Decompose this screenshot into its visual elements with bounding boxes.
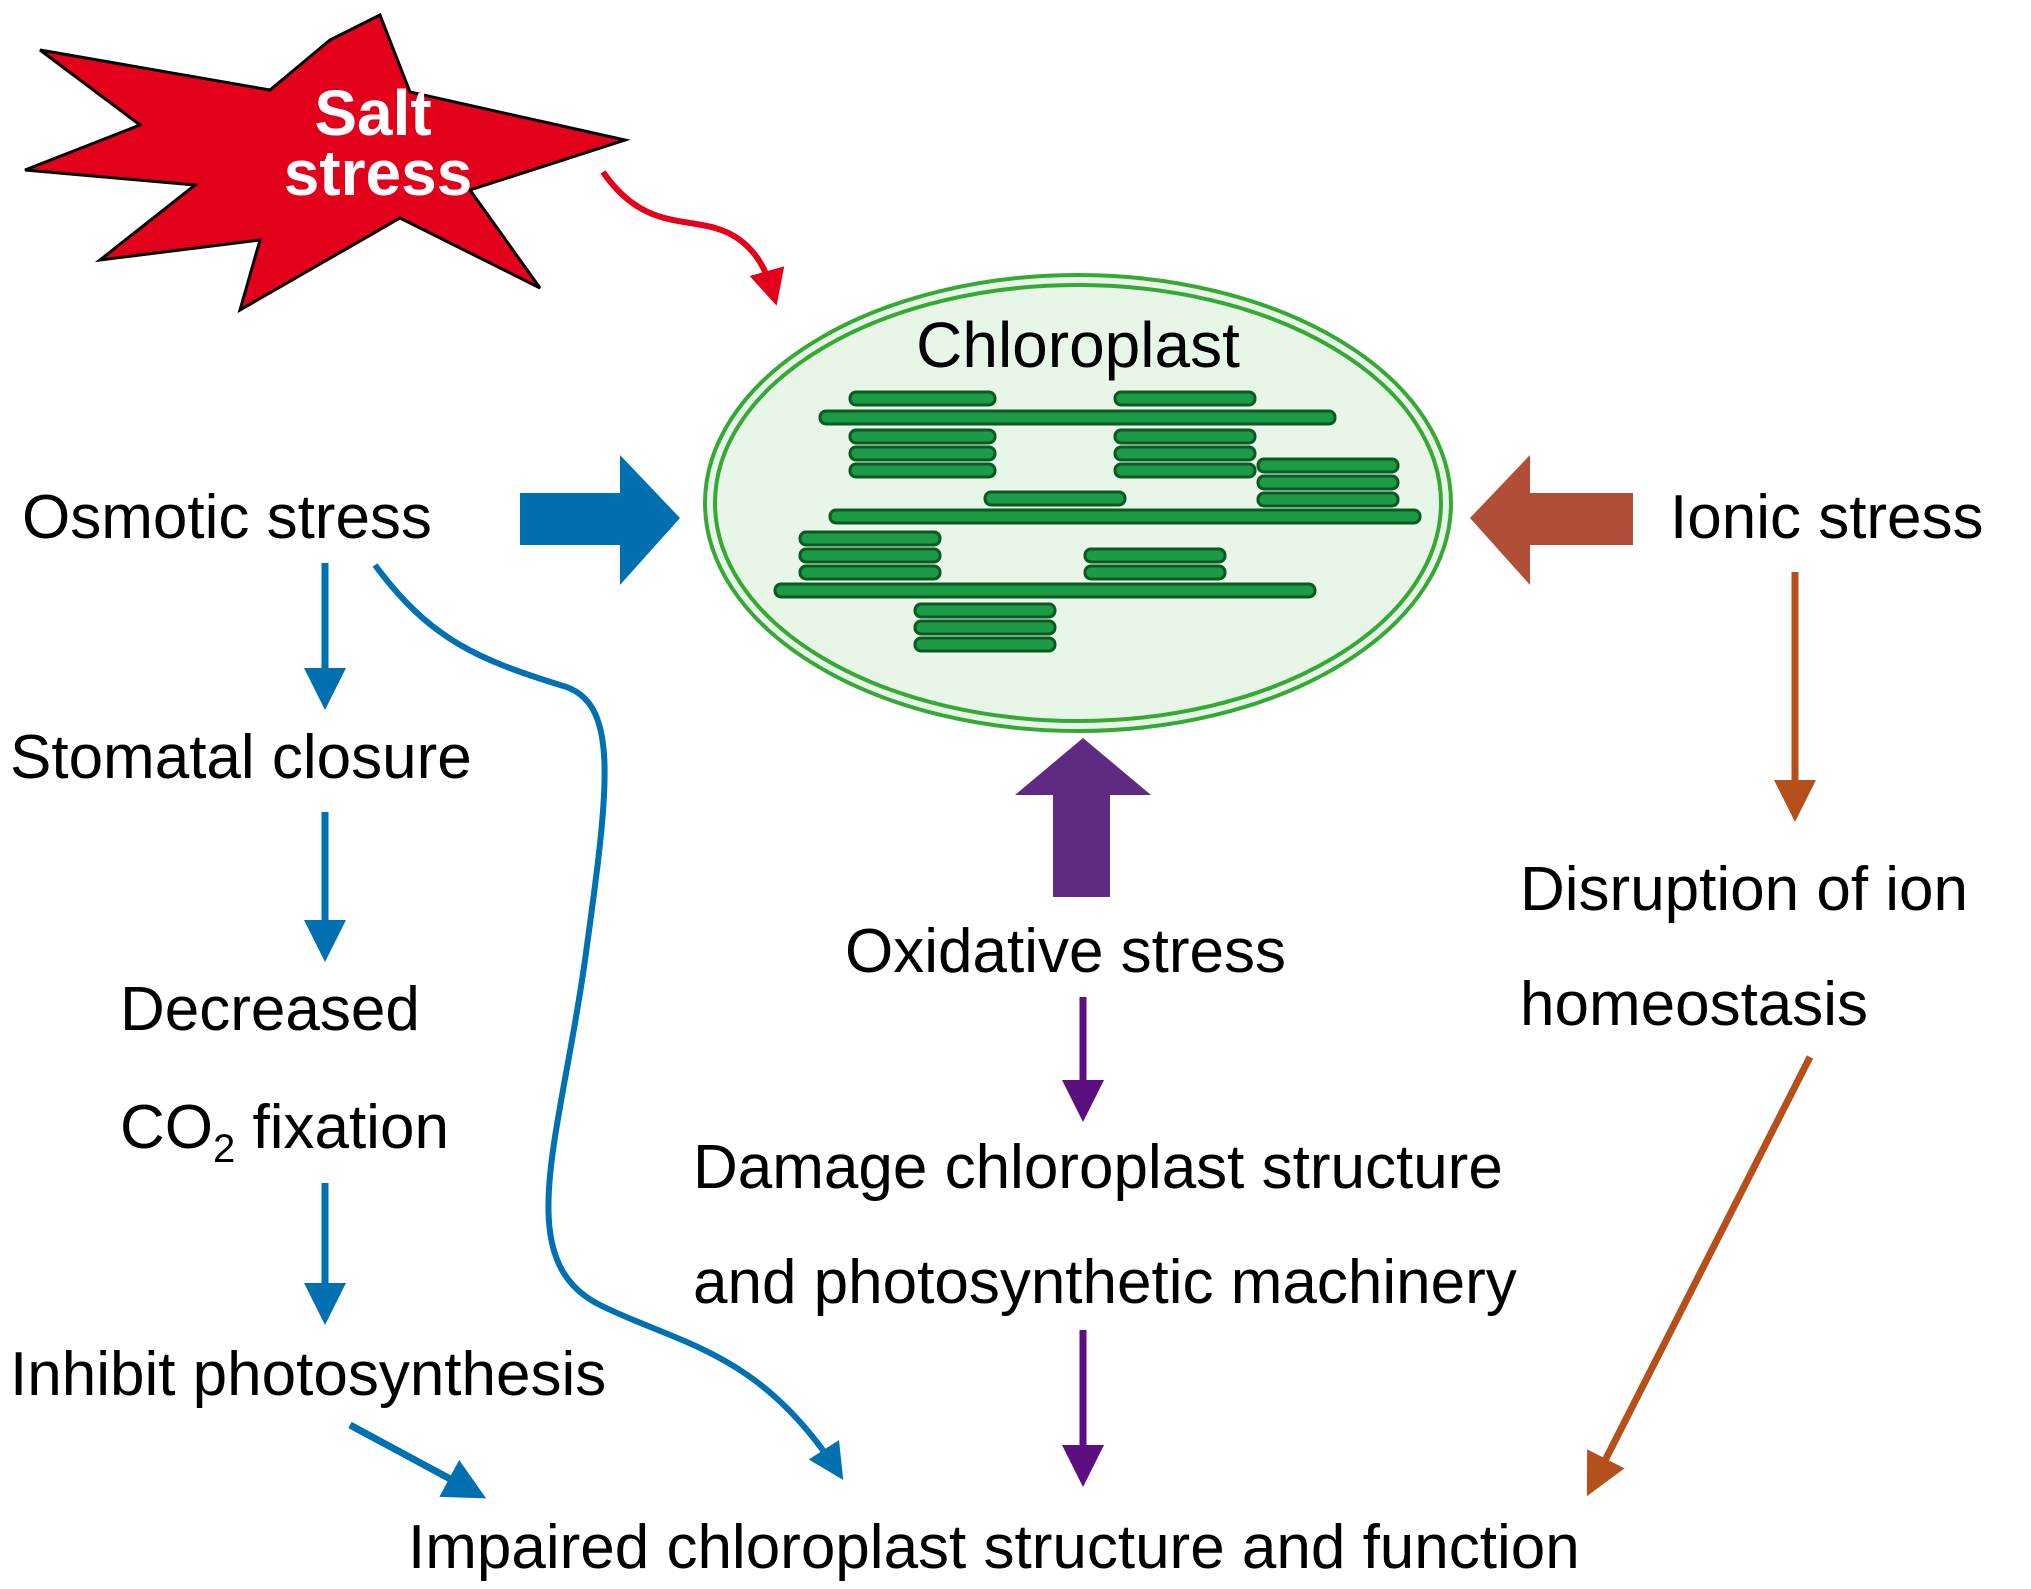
thylakoid: [848, 390, 997, 407]
chloroplast-label: Chloroplast: [916, 309, 1240, 381]
fixation-text: fixation: [235, 1093, 449, 1162]
co2-subscript: 2: [213, 1127, 235, 1171]
thylakoid: [913, 619, 1057, 636]
damage-label-line1: Damage chloroplast structure: [693, 1133, 1503, 1202]
oxidative-block-arrow: [1015, 738, 1151, 897]
osmotic-to-impaired-curve-arrow: [372, 563, 844, 1481]
ionic-block-arrow: [1470, 455, 1633, 585]
thylakoid: [798, 547, 942, 564]
decreased-label: Decreased: [120, 975, 420, 1044]
starburst-shape: [24, 12, 631, 314]
disruption-label-line2: homeostasis: [1520, 970, 1868, 1039]
thylakoid: [1083, 547, 1227, 564]
osmotic-stress-label: Osmotic stress: [22, 483, 432, 552]
thylakoid: [1113, 390, 1257, 407]
thylakoid: [848, 462, 997, 479]
thylakoid: [1113, 445, 1257, 462]
co2-text: CO: [120, 1093, 213, 1162]
thylakoid: [1256, 491, 1400, 508]
oxidative-stress-label: Oxidative stress: [845, 917, 1286, 986]
ionic-stress-label: Ionic stress: [1670, 483, 1984, 552]
salt-stress-node: Salt stress: [24, 12, 631, 314]
thylakoid: [848, 428, 997, 445]
salt-to-chloroplast-arrow: [600, 170, 785, 306]
chloroplast-inner-membrane: [713, 283, 1443, 723]
thylakoid: [828, 508, 1422, 525]
inhibit-photosynthesis-label: Inhibit photosynthesis: [10, 1340, 606, 1409]
thylakoid: [1083, 564, 1227, 581]
thylakoid: [848, 445, 997, 462]
chloroplast: Chloroplast: [703, 273, 1453, 733]
disruption-label-line1: Disruption of ion: [1520, 855, 1968, 924]
thylakoid: [798, 564, 942, 581]
disruption-to-impaired-arrow: [1586, 1055, 1814, 1497]
osmotic-block-arrow: [520, 455, 680, 585]
thylakoid: [798, 530, 942, 547]
inhibit-to-impaired-arrow: [348, 1421, 487, 1499]
thylakoid: [1113, 462, 1257, 479]
thylakoid: [913, 602, 1057, 619]
thylakoid-stacks: [773, 390, 1422, 653]
impaired-outcome-label: Impaired chloroplast structure and funct…: [408, 1513, 1580, 1582]
damage-label-line2: and photosynthetic machinery: [693, 1248, 1517, 1317]
thylakoid: [983, 490, 1127, 507]
salt-label-line1: Salt: [314, 77, 431, 149]
thylakoid: [818, 409, 1337, 426]
thylakoid: [913, 636, 1057, 653]
thylakoid: [1113, 428, 1257, 445]
thylakoid: [773, 582, 1317, 599]
co2-fixation-label: CO2 fixation: [120, 1093, 449, 1171]
thylakoid: [1256, 474, 1400, 491]
thylakoid: [1256, 457, 1400, 474]
salt-label-line2: stress: [284, 137, 473, 209]
stomatal-closure-label: Stomatal closure: [10, 723, 472, 792]
